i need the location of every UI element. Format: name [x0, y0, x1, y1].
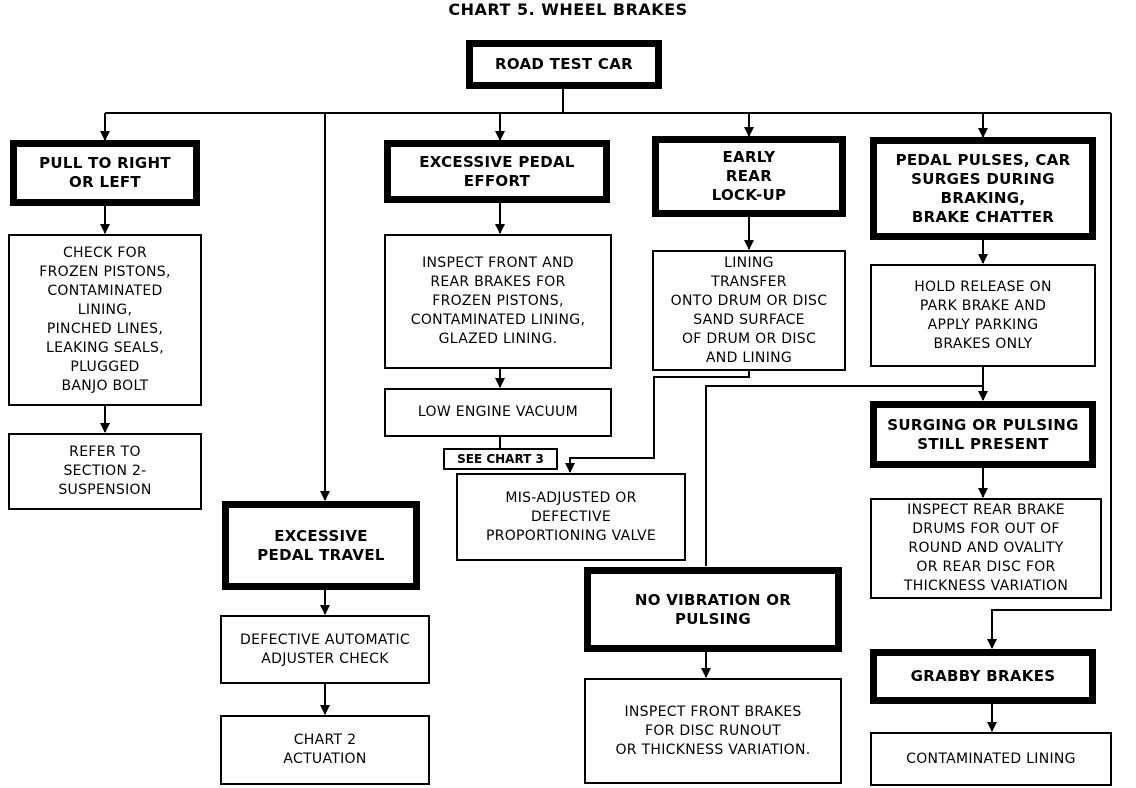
inspect-front-box: INSPECT FRONT BRAKES FOR DISC RUNOUT OR … — [584, 678, 842, 784]
see-chart3-tag: SEE CHART 3 — [443, 448, 558, 470]
grabby-box: GRABBY BRAKES — [870, 649, 1096, 704]
chart2-box: CHART 2 ACTUATION — [220, 715, 430, 785]
surging-box: SURGING OR PULSING STILL PRESENT — [870, 401, 1096, 468]
defective-adjuster-box: DEFECTIVE AUTOMATIC ADJUSTER CHECK — [220, 615, 430, 684]
refer-section-box: REFER TO SECTION 2- SUSPENSION — [8, 433, 202, 510]
lining-transfer-box: LINING TRANSFER ONTO DRUM OR DISC SAND S… — [652, 250, 846, 371]
pedal-effort-box: EXCESSIVE PEDAL EFFORT — [384, 140, 610, 203]
inspect-front-rear-box: INSPECT FRONT AND REAR BRAKES FOR FROZEN… — [384, 234, 612, 369]
contaminated-box: CONTAMINATED LINING — [870, 732, 1112, 786]
low-vacuum-box: LOW ENGINE VACUUM — [384, 388, 612, 437]
road-test-box: ROAD TEST CAR — [466, 40, 662, 89]
pull-box: PULL TO RIGHT OR LEFT — [10, 140, 200, 206]
hold-release-box: HOLD RELEASE ON PARK BRAKE AND APPLY PAR… — [870, 264, 1096, 367]
misadjusted-box: MIS-ADJUSTED OR DEFECTIVE PROPORTIONING … — [456, 473, 686, 561]
pedal-pulses-box: PEDAL PULSES, CAR SURGES DURING BRAKING,… — [870, 137, 1096, 240]
no-vibration-box: NO VIBRATION OR PULSING — [584, 567, 842, 652]
inspect-rear-box: INSPECT REAR BRAKE DRUMS FOR OUT OF ROUN… — [870, 498, 1102, 599]
early-lockup-box: EARLY REAR LOCK-UP — [652, 136, 846, 217]
grabby-line — [987, 113, 1112, 649]
chart-title: CHART 5. WHEEL BRAKES — [448, 0, 688, 19]
check-frozen-box: CHECK FOR FROZEN PISTONS, CONTAMINATED L… — [8, 234, 202, 406]
pedal-travel-box: EXCESSIVE PEDAL TRAVEL — [222, 501, 420, 590]
